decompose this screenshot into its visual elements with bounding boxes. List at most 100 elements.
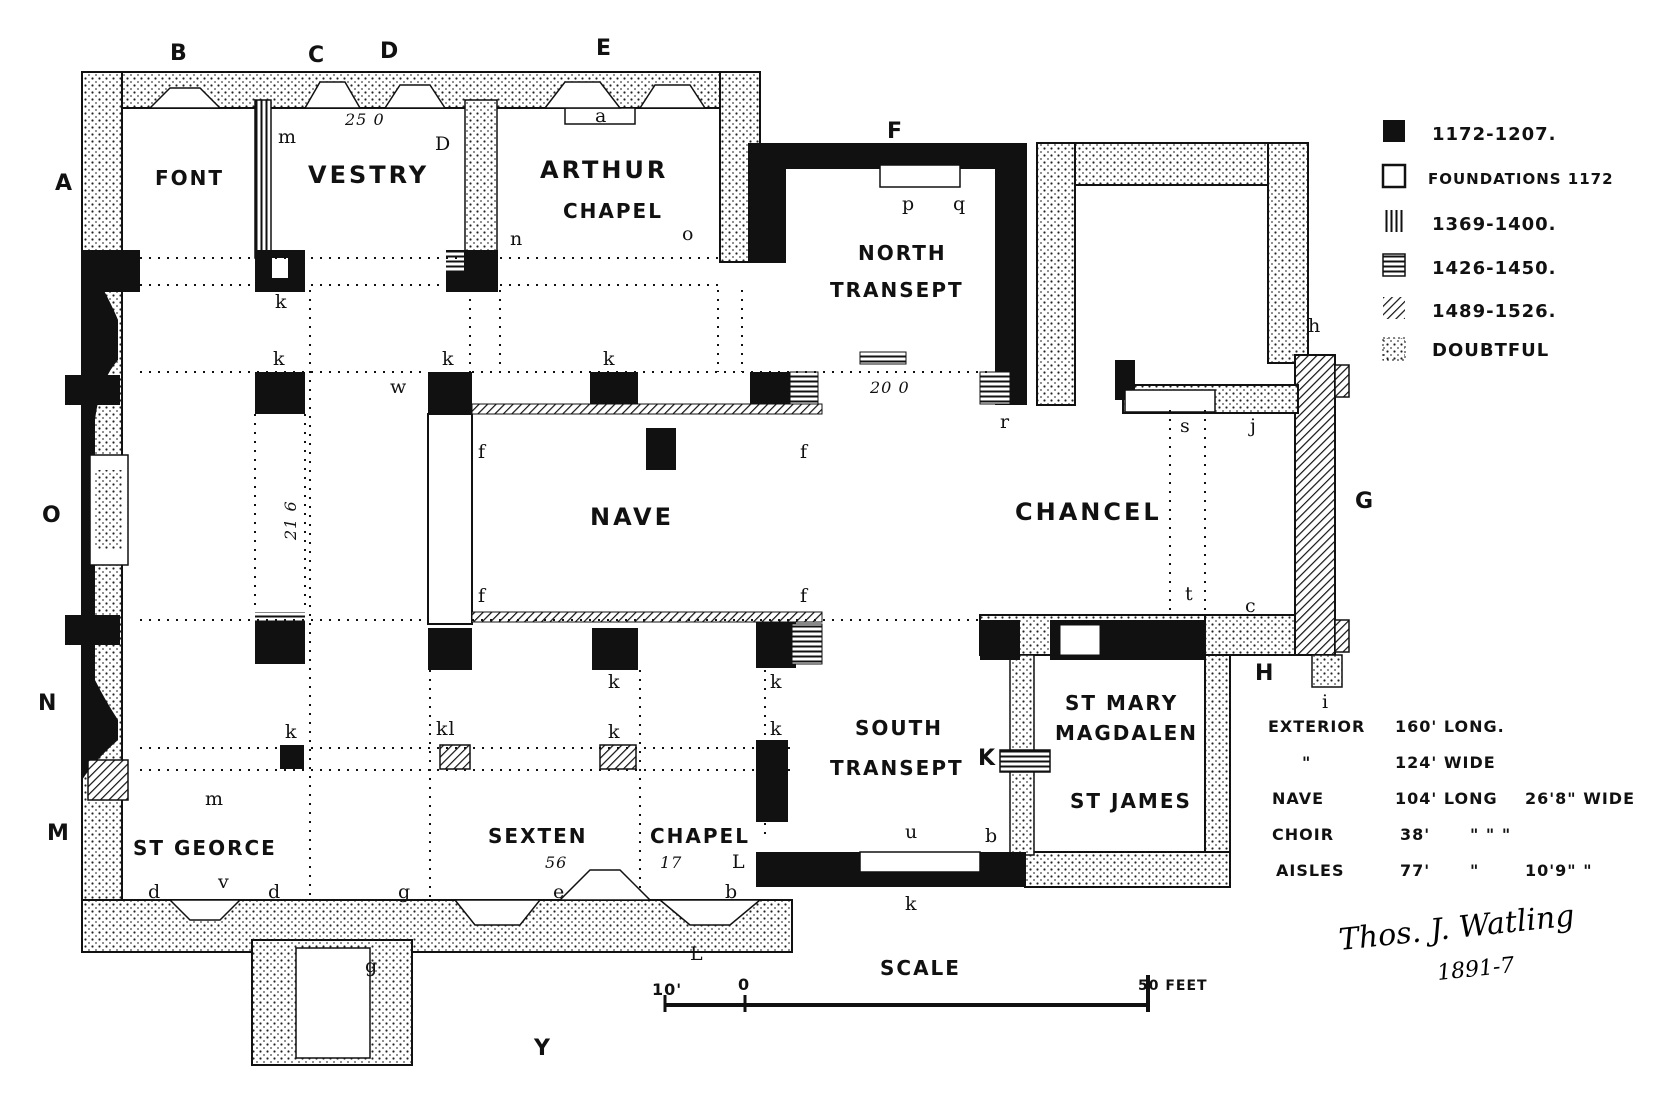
marker-t: t [1185,583,1194,605]
stat-choir-dittos: " " " [1470,825,1511,844]
marker-k2: k [273,348,286,370]
legend-label-5: 1489-1526. [1432,301,1557,322]
legend-swatch-outline [1381,163,1407,189]
edge-C: C [308,43,325,68]
marker-k3: k [442,348,455,370]
marker-k9: k [608,721,621,743]
edge-K: K [978,746,996,771]
label-nave: NAVE [590,503,674,531]
signature-year: 1891-7 [1436,953,1516,986]
scale-left: 10' [652,980,682,999]
edge-E: E [596,36,612,61]
legend-swatch-solid [1383,120,1405,142]
label-south-transept-1: SOUTH [855,716,943,740]
edge-M: M [47,821,70,846]
stat-aisles-len: 77' [1400,861,1430,880]
marker-k6: k [770,671,783,693]
marker-b1: b [985,825,998,847]
signature-name: Thos. J. Watling [1337,898,1576,958]
label-arthur-chapel: CHAPEL [563,199,663,223]
label-font: FONT [155,166,224,190]
edge-Y: Y [533,1036,551,1061]
stat-exterior-long: 160' LONG. [1395,717,1505,736]
marker-f4: f [800,585,809,607]
marker-b2: b [725,881,738,903]
marker-L1: L [732,851,746,873]
nave-arcade [471,403,823,623]
stat-nave: NAVE [1272,789,1324,808]
edge-G: G [1355,489,1374,514]
label-sexten-chapel: CHAPEL [650,824,750,848]
edge-H: H [1255,661,1274,686]
marker-m2: m [205,788,224,810]
scale-right: 50 FEET [1138,978,1208,994]
dim-chapel-17: 17 [660,853,682,872]
legend-label-4: 1426-1450. [1432,258,1557,279]
marker-g2: g [365,955,378,977]
edge-D: D [380,39,399,64]
window-splays [148,81,763,926]
edge-A: A [55,171,73,196]
label-sexten: SEXTEN [488,824,588,848]
legend-swatch-vertical [1383,210,1405,232]
edge-N: N [38,691,57,716]
legend-label-3: 1369-1400. [1432,214,1557,235]
marker-n: n [510,228,523,250]
signature: Thos. J. Watling 1891-7 [1337,898,1576,986]
marker-d2: d [268,881,281,903]
stat-exterior-wide: 124' WIDE [1395,753,1496,772]
marker-q: q [953,193,966,215]
marker-d1: d [148,881,161,903]
stat-nave-long: 104' LONG [1395,789,1498,808]
edge-O: O [42,503,62,528]
stat-aisles: AISLES [1276,861,1345,880]
stat-aisles-ditto: " [1470,861,1479,880]
marker-s: s [1180,415,1191,437]
marker-v: v [217,871,230,893]
label-north-transept-1: NORTH [858,241,947,265]
marker-L2: L [690,943,704,965]
dimension-table: EXTERIOR 160' LONG. " 124' WIDE NAVE 104… [1268,717,1635,880]
marker-u: u [905,821,918,843]
legend-swatch-dotted [1382,337,1406,361]
foundation-lines [140,257,1206,900]
legend-swatch-diagonal [1383,297,1405,319]
stat-nave-wide: 26'8" WIDE [1525,789,1635,808]
markers: a m D n o p q k k k k w f f f f r s j h … [148,105,1328,977]
label-vestry: VESTRY [308,161,429,189]
edge-labels: A B C D E F G H K M N O Y [38,36,1374,1061]
dim-vestry: 25 0 [344,110,385,129]
label-magdalen: MAGDALEN [1055,721,1198,745]
marker-c: c [1245,595,1257,617]
dim-aisle: 20 0 [869,378,910,397]
stat-choir: CHOIR [1272,825,1334,844]
legend-label-2: FOUNDATIONS 1172 [1428,170,1614,188]
marker-f3: f [478,585,487,607]
stat-exterior: EXTERIOR [1268,717,1365,736]
edge-F: F [887,119,903,144]
marker-r: r [1000,411,1010,433]
marker-j: j [1248,415,1257,437]
marker-k4: k [603,348,616,370]
legend-swatch-horizontal [1382,253,1406,277]
marker-kl: kl [436,718,456,740]
label-arthur: ARTHUR [540,156,668,184]
legend-label-1: 1172-1207. [1432,124,1557,145]
marker-o: o [682,223,694,245]
label-north-transept-2: TRANSEPT [830,278,964,302]
marker-e: e [553,881,565,903]
marker-g1: g [398,881,411,903]
marker-a: a [595,105,607,127]
marker-h: h [1308,315,1321,337]
marker-k10: k [905,893,918,915]
scale-zero: 0 [738,975,750,994]
legend-label-6: DOUBTFUL [1432,340,1549,361]
marker-m: m [278,126,297,148]
marker-k5: k [608,671,621,693]
dim-bay: 21 6 [281,500,300,541]
stat-aisles-wide: 10'9" " [1525,861,1593,880]
label-st-george: ST GEORCE [133,836,277,860]
marker-k1: k [275,291,288,313]
room-labels: FONT VESTRY ARTHUR CHAPEL NORTH TRANSEPT… [133,156,1198,860]
